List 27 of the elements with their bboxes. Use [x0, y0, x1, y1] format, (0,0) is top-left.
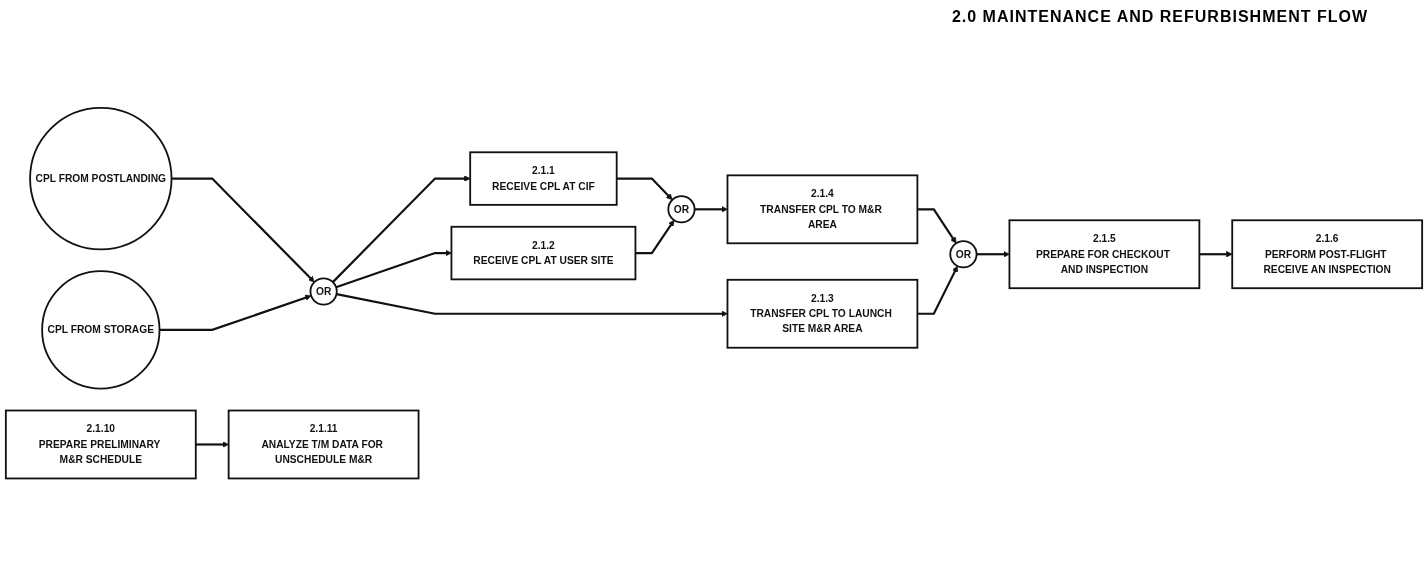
- arrow: [917, 266, 958, 316]
- node-circle: CPL FROM POSTLANDING: [29, 107, 173, 251]
- arrow: [159, 294, 312, 332]
- node-box: 2.1.6 PERFORM POST-FLIGHT RECEIVE AN INSPECTION: [1231, 219, 1424, 290]
- node-box: 2.1.3 TRANSFER CPL TO LAUNCH SITE M&R AREA: [726, 279, 919, 349]
- arrow: [195, 441, 229, 449]
- node-box: 2.1.5 PREPARE FOR CHECKOUT AND INSPECTION: [1008, 219, 1201, 290]
- node-box: 2.1.11 ANALYZE T/M DATA FOR UNSCHEDULE M&R: [227, 409, 420, 480]
- node-circle: CPL FROM STORAGE: [41, 270, 161, 390]
- arrow: [976, 251, 1010, 258]
- node-circle: OR: [309, 277, 338, 306]
- arrow: [171, 177, 315, 283]
- arrow: [1199, 251, 1233, 258]
- node-box: 2.1.4 TRANSFER CPL TO M&R AREA: [726, 174, 919, 245]
- node-circle: OR: [667, 195, 696, 224]
- node-box: 2.1.10 PREPARE PRELIMINARY M&R SCHEDULE: [4, 409, 197, 480]
- arrow: [635, 220, 675, 255]
- arrow: [332, 175, 471, 284]
- node-box: 2.1.1 RECEIVE CPL AT CIF: [469, 151, 618, 207]
- arrow: [694, 206, 728, 213]
- node-circle: OR: [949, 240, 978, 269]
- node-box: 2.1.2 RECEIVE CPL AT USER SITE: [450, 226, 637, 281]
- arrow: [616, 177, 673, 201]
- arrow: [335, 250, 452, 289]
- arrow: [336, 293, 728, 318]
- diagram-title: 2.0 MAINTENANCE AND REFURBISHMENT FLOW: [950, 7, 1369, 26]
- arrow: [917, 208, 957, 244]
